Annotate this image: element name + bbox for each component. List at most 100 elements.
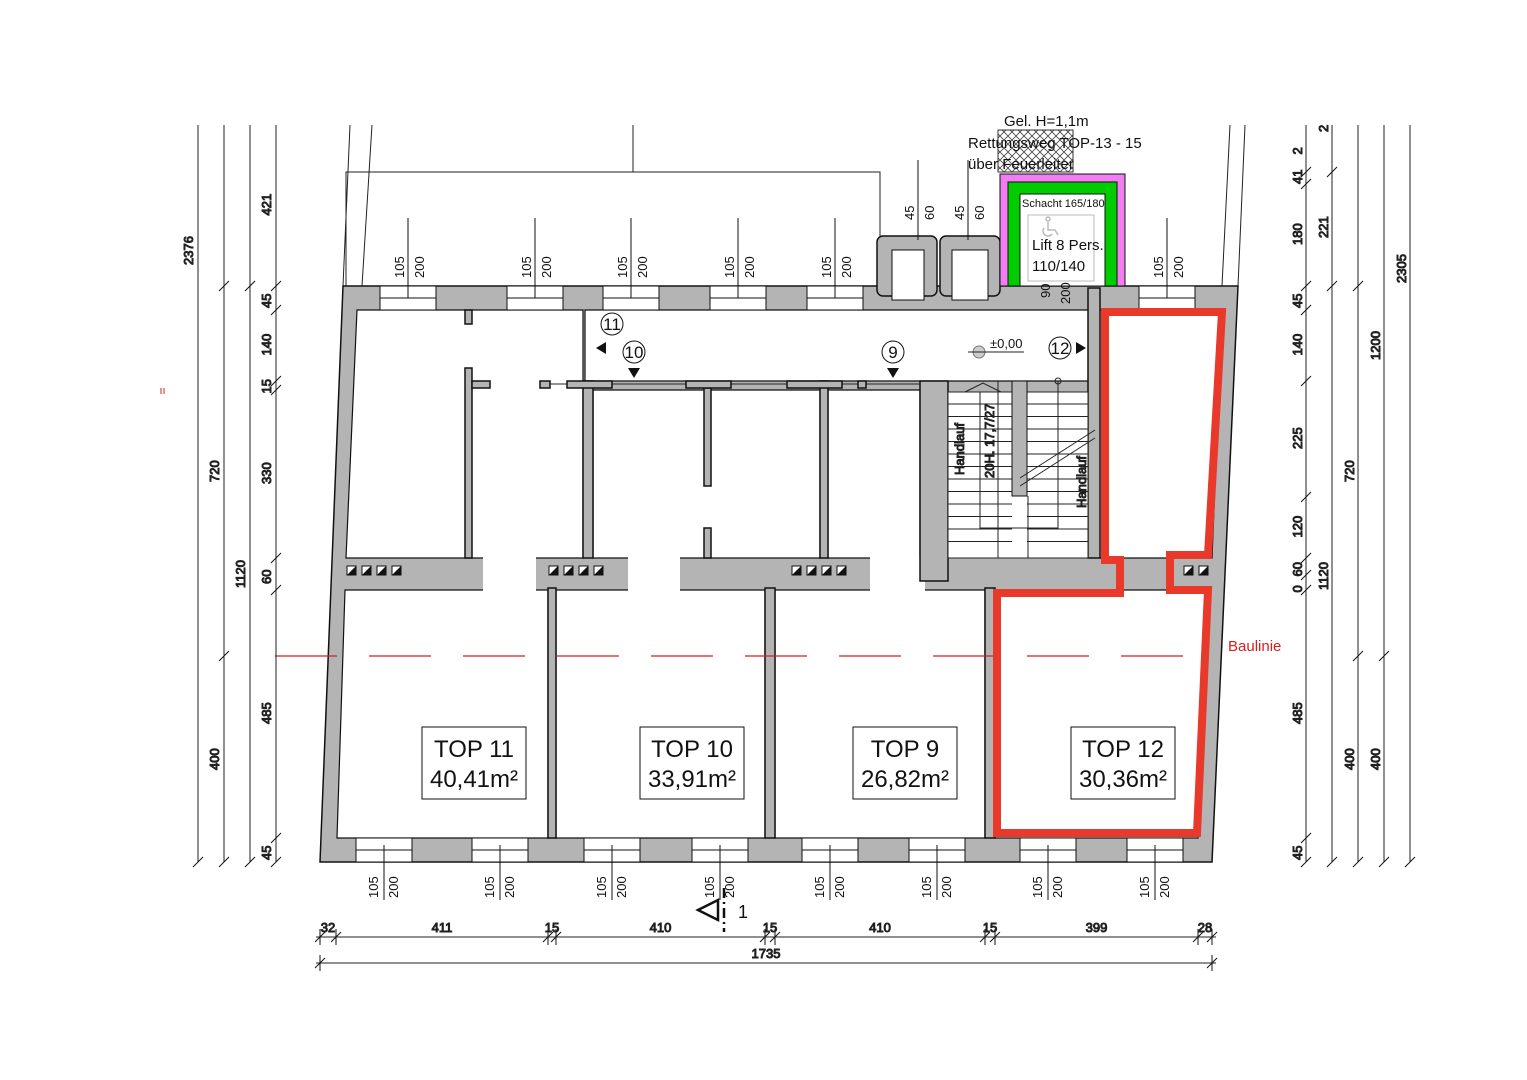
dimension-label: 15	[983, 920, 997, 935]
dimension-label: 15	[545, 920, 559, 935]
window-width-label: 105	[615, 256, 630, 278]
dimension-label: 45	[259, 294, 274, 308]
section-marker: 1	[695, 888, 748, 932]
dimension-label: 400	[1342, 748, 1357, 770]
window-width-label: 105	[1151, 256, 1166, 278]
wheelchair-icon	[1042, 216, 1059, 237]
baulinie-label: Baulinie	[1228, 638, 1281, 655]
dimension-label: 410	[869, 920, 891, 935]
window-width-label: 105	[1030, 876, 1045, 898]
partition-wall	[582, 380, 594, 559]
dimension-label: 225	[1290, 427, 1305, 449]
window-width-label: 105	[1137, 876, 1152, 898]
dimension-label: 45	[259, 846, 274, 860]
window-width-label: 105	[594, 876, 609, 898]
unit-name: TOP 9	[871, 736, 939, 763]
window-height-label: 200	[1171, 256, 1186, 278]
partition-wall	[547, 587, 557, 839]
partition-wall	[464, 367, 473, 559]
unit-label-box	[852, 726, 958, 800]
window-height-label: 200	[939, 876, 954, 898]
lift-door-height: 200	[1058, 282, 1073, 304]
top12-front-room	[994, 589, 1209, 839]
window-height-label: 200	[1050, 876, 1065, 898]
window-width-label: 105	[812, 876, 827, 898]
partition-wall	[764, 587, 776, 839]
unit-area: 40,41m²	[430, 766, 518, 793]
unit-label-box	[1070, 726, 1176, 800]
handrail-left-label: Handlauf	[952, 423, 967, 475]
opening	[483, 557, 536, 591]
window-width-label: 105	[819, 256, 834, 278]
window-height-label: 200	[412, 256, 427, 278]
lift-door-width: 90	[1038, 284, 1053, 298]
dimension-label: 1200	[1368, 331, 1383, 360]
escape-route-label: Rettungsweg TOP-13 - 15	[968, 135, 1142, 152]
dimension-label: 140	[259, 334, 274, 356]
window-width-label: 105	[702, 876, 717, 898]
window-height-label: 200	[1157, 876, 1172, 898]
window-height-label: 200	[386, 876, 401, 898]
dimension-label: 399	[1086, 920, 1108, 935]
partition-wall	[703, 387, 712, 487]
window-width-label: 105	[722, 256, 737, 278]
window-width-label: 45	[952, 206, 967, 220]
dimension-label: 1120	[1316, 562, 1331, 590]
top12-back-room	[1099, 309, 1223, 559]
unit-name: TOP 11	[434, 736, 514, 763]
window-height-label: 200	[614, 876, 629, 898]
dimension-label: 2	[1290, 147, 1305, 154]
dimension-label: 421	[259, 194, 274, 216]
window-width-label: 105	[919, 876, 934, 898]
dimension-label: 32	[321, 920, 335, 935]
dimension-label: 0	[1290, 585, 1305, 592]
dimension-label: 45	[1290, 846, 1305, 860]
stairs-label: 20H. 17,7/27	[982, 404, 997, 478]
lift-size-label: 110/140	[1032, 258, 1085, 275]
window-height-label: 200	[839, 256, 854, 278]
top10-front-room	[555, 589, 766, 839]
dimension-label: 180	[1290, 223, 1305, 245]
unit-area: 33,91m²	[648, 766, 736, 793]
unit-area: 30,36m²	[1079, 766, 1167, 793]
entrance-11: 11	[603, 315, 621, 334]
partition-wall	[471, 380, 491, 389]
window-height-label: 200	[635, 256, 650, 278]
window-height-label: 60	[972, 206, 987, 220]
dimension-label: 411	[432, 920, 453, 935]
dimension-lines: 4214514015330604854523767204001120241180…	[181, 124, 1416, 971]
dimension-label: 140	[1290, 334, 1305, 356]
dimension-label: 485	[259, 702, 274, 724]
dimension-label: 485	[1290, 702, 1305, 724]
window-height-label: 60	[922, 206, 937, 220]
entrance-10: 10	[625, 343, 644, 362]
window-width-label: 105	[392, 256, 407, 278]
escape-route-label-2: über Feuerleiter	[968, 156, 1074, 173]
window-height-label: 200	[502, 876, 517, 898]
dimension-label: 60	[259, 570, 274, 584]
arrow-left-icon	[596, 342, 606, 354]
dimension-label: 720	[207, 460, 222, 482]
entrance-9: 9	[888, 343, 897, 362]
shaft-label: Schacht 165/180	[1022, 198, 1105, 210]
dimension-label: 15	[763, 920, 777, 935]
escape-route-top-label: Gel. H=1,1m	[1004, 113, 1089, 130]
flue-icons	[346, 565, 1209, 576]
window-height-label: 200	[722, 876, 737, 898]
level-label: ±0,00	[990, 336, 1022, 351]
unit-label-box	[421, 726, 527, 800]
window-height-label: 200	[742, 256, 757, 278]
partition-wall	[1087, 287, 1101, 559]
top11-front-room	[336, 589, 549, 839]
partition-wall	[464, 309, 473, 325]
opening	[870, 557, 925, 591]
dimension-label: 720	[1342, 460, 1357, 482]
window-width-label: 105	[366, 876, 381, 898]
dimension-label: 60	[1290, 562, 1305, 576]
dimension-label: 2305	[1394, 254, 1409, 283]
dimension-label: 221	[1316, 216, 1331, 238]
dimension-label: 400	[207, 748, 222, 770]
